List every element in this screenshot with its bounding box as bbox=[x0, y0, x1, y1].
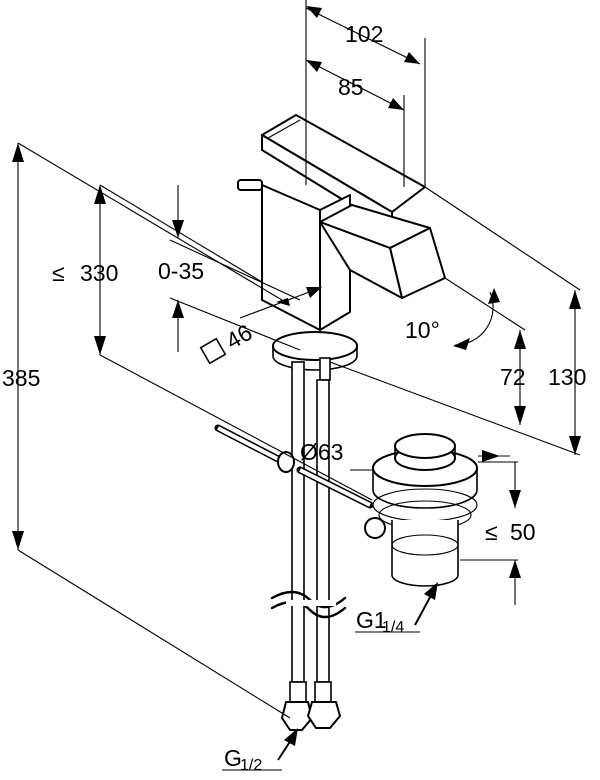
dim-overall-height: 385 bbox=[2, 365, 40, 391]
dim-height-max-prefix: ≤ bbox=[52, 260, 65, 286]
dim-waste-depth-prefix: ≤ bbox=[485, 519, 498, 545]
base-rosette bbox=[272, 331, 358, 361]
thread-supply-sub: 1/2 bbox=[240, 757, 262, 774]
dim-width-body: 85 bbox=[338, 74, 364, 100]
thread-waste-main: G1 bbox=[356, 607, 387, 633]
tap-column bbox=[261, 184, 321, 331]
popup-rod-knob bbox=[237, 179, 263, 191]
dim-spout-height: 72 bbox=[500, 364, 526, 390]
supply-nut bbox=[281, 701, 313, 731]
supply-hoses bbox=[270, 361, 347, 731]
dim-total-body-height: 130 bbox=[548, 364, 586, 390]
dim-square-size: 46 bbox=[221, 319, 256, 354]
popup-rod bbox=[214, 424, 374, 509]
dim-lift-range: 0-35 bbox=[158, 258, 204, 284]
thread-supply-main: G bbox=[224, 745, 242, 771]
spout-underside bbox=[319, 221, 403, 299]
dim-width-total: 102 bbox=[345, 21, 383, 47]
dim-spout-angle: 10° bbox=[405, 317, 440, 343]
dim-waste-diameter: Ø63 bbox=[300, 439, 343, 465]
popup-waste bbox=[364, 433, 478, 587]
supply-nut-2 bbox=[307, 701, 341, 729]
square-symbol bbox=[199, 337, 227, 365]
dim-waste-depth: 50 bbox=[510, 519, 536, 545]
thread-waste-sub: 1/4 bbox=[382, 619, 404, 636]
tap-body bbox=[237, 114, 446, 381]
dim-height-max: 330 bbox=[80, 260, 118, 286]
dimension-lines bbox=[12, 0, 581, 771]
